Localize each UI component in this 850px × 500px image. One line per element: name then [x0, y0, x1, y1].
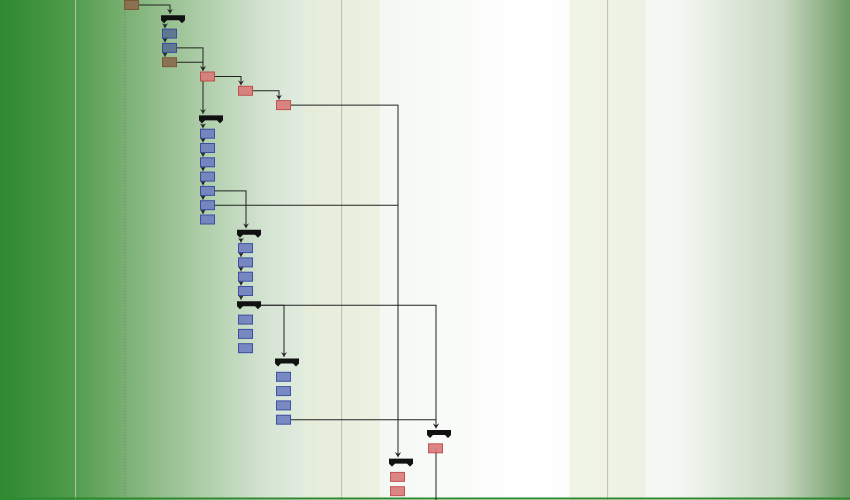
- arrow-icon: [162, 23, 168, 29]
- task-bar-red: [238, 85, 253, 96]
- task-bar-blue: [238, 314, 253, 325]
- task-bar-blue_dark: [162, 28, 177, 39]
- summary-task-bar: [161, 15, 185, 24]
- task-bar-brown: [124, 0, 139, 10]
- summary-task-bar: [275, 358, 299, 367]
- task-bar-red: [276, 100, 291, 111]
- task-bar-red: [390, 486, 405, 497]
- dependency-link: [215, 190, 247, 229]
- arrow-icon: [276, 94, 282, 100]
- task-bar-red: [428, 443, 443, 454]
- dependency-link: [215, 204, 399, 458]
- arrow-icon: [238, 251, 244, 257]
- arrow-icon: [238, 237, 244, 243]
- task-bar-blue: [238, 243, 253, 254]
- arrow-icon: [281, 352, 287, 357]
- task-bar-blue: [276, 371, 291, 382]
- dependency-link: [177, 61, 204, 71]
- task-bar-blue: [200, 128, 215, 139]
- arrow-icon: [200, 209, 206, 214]
- summary-task-bar: [237, 301, 261, 310]
- summary-task-bar: [237, 229, 261, 238]
- task-bar-blue: [276, 400, 291, 411]
- dependency-link: [215, 76, 242, 86]
- arrow-icon: [200, 151, 206, 157]
- task-bar-blue: [200, 200, 215, 211]
- arrow-icon: [433, 423, 439, 429]
- task-bar-blue: [238, 343, 253, 354]
- arrow-icon: [200, 108, 206, 114]
- arrow-icon: [238, 80, 244, 86]
- task-bar-blue: [238, 271, 253, 282]
- dependency-link: [177, 47, 204, 71]
- summary-task-bar: [199, 115, 223, 124]
- task-bar-blue: [238, 328, 253, 339]
- dependency-link: [253, 90, 280, 100]
- arrow-icon: [200, 123, 206, 129]
- task-bar-blue: [276, 386, 291, 397]
- arrow-icon: [238, 266, 244, 272]
- task-bar-blue: [200, 214, 215, 225]
- arrow-icon: [200, 166, 206, 172]
- arrow-icon: [200, 180, 206, 186]
- task-bar-blue: [238, 257, 253, 268]
- arrow-icon: [200, 137, 206, 143]
- arrow-icon: [238, 280, 244, 286]
- task-bar-blue: [200, 185, 215, 196]
- arrow-icon: [238, 294, 244, 300]
- arrow-icon: [162, 51, 168, 57]
- arrow-icon: [167, 8, 173, 14]
- task-bar-blue_dark: [162, 42, 177, 53]
- task-bar-brown: [162, 57, 177, 68]
- summary-task-bar: [389, 458, 413, 467]
- task-bar-blue: [276, 414, 291, 425]
- task-bar-blue: [200, 157, 215, 168]
- task-bar-blue: [200, 143, 215, 153]
- summary-task-bar: [427, 430, 451, 438]
- task-bar-red: [200, 71, 215, 82]
- arrow-icon: [162, 37, 168, 43]
- arrow-icon: [200, 194, 206, 200]
- task-bar-red: [390, 471, 405, 482]
- dependency-link: [246, 304, 437, 429]
- arrow-icon: [243, 223, 249, 229]
- arrow-icon: [395, 452, 401, 458]
- task-bar-blue: [200, 171, 215, 182]
- task-bar-blue: [238, 286, 253, 296]
- arrow-icon: [200, 66, 206, 71]
- dependency-link: [139, 4, 171, 14]
